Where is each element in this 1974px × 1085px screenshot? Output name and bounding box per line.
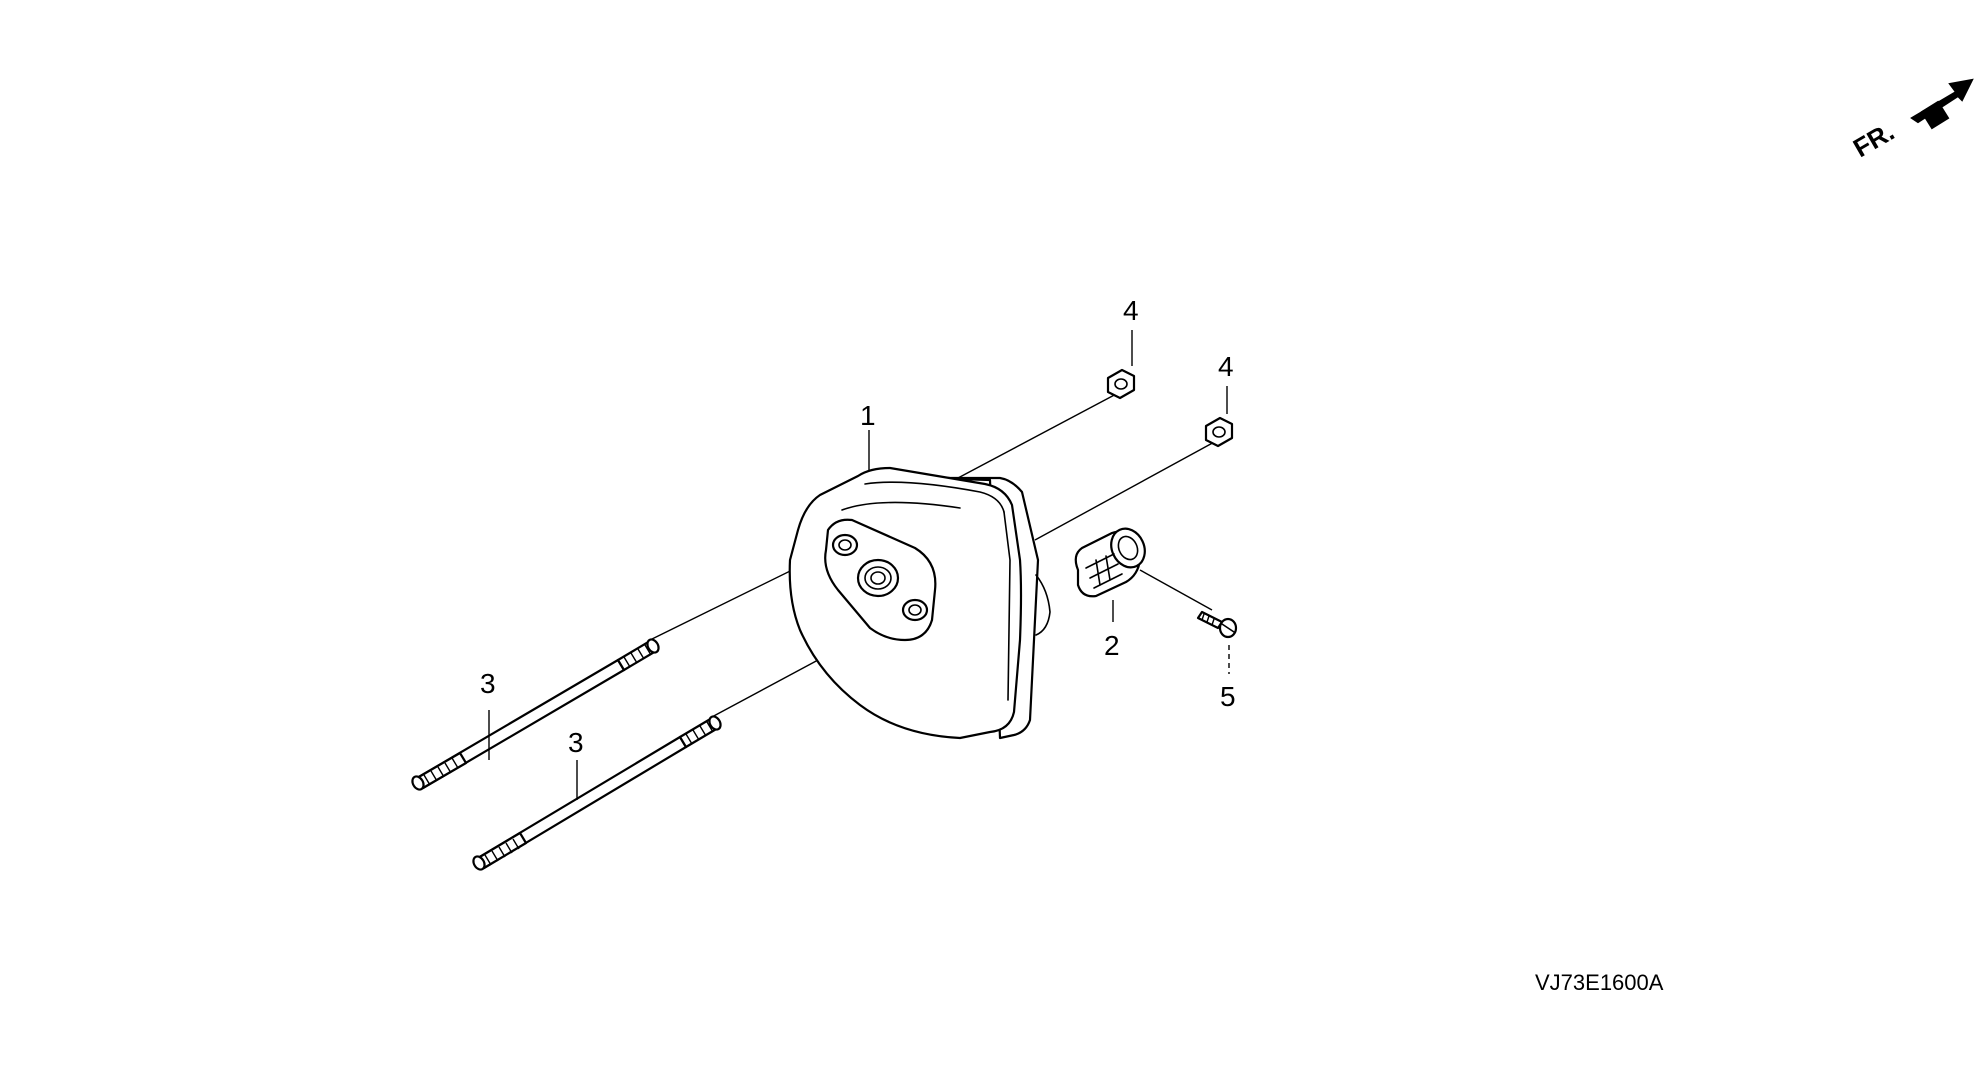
front-direction-arrow-icon bbox=[1910, 78, 1974, 130]
nut-right-leader-line bbox=[1034, 439, 1219, 541]
exhaust-port bbox=[856, 558, 900, 598]
callout-1: 1 bbox=[860, 400, 876, 431]
nut-upper-leader-line bbox=[957, 391, 1121, 479]
callout-3-lower: 3 bbox=[568, 727, 584, 758]
callout-4-right: 4 bbox=[1218, 351, 1234, 382]
drawing-code: VJ73E1600A bbox=[1535, 970, 1664, 995]
muffler-body bbox=[788, 466, 1051, 740]
screw bbox=[1196, 610, 1238, 639]
mounting-hole-lower bbox=[901, 598, 929, 622]
callout-5: 5 bbox=[1220, 681, 1236, 712]
callout-4-upper: 4 bbox=[1123, 295, 1139, 326]
nut-upper bbox=[1106, 368, 1136, 400]
front-direction-indicator: FR. bbox=[1848, 78, 1974, 163]
callout-2: 2 bbox=[1104, 630, 1120, 661]
callout-3-upper: 3 bbox=[480, 668, 496, 699]
spark-arrester bbox=[1074, 527, 1146, 598]
direction-label: FR. bbox=[1848, 116, 1899, 163]
nut-right bbox=[1204, 416, 1234, 448]
stud-bolt-lower bbox=[472, 715, 722, 871]
spark-arrester-to-screw-line bbox=[1139, 569, 1213, 611]
stud-bolt-upper bbox=[411, 638, 660, 791]
mounting-hole-upper bbox=[831, 533, 859, 557]
